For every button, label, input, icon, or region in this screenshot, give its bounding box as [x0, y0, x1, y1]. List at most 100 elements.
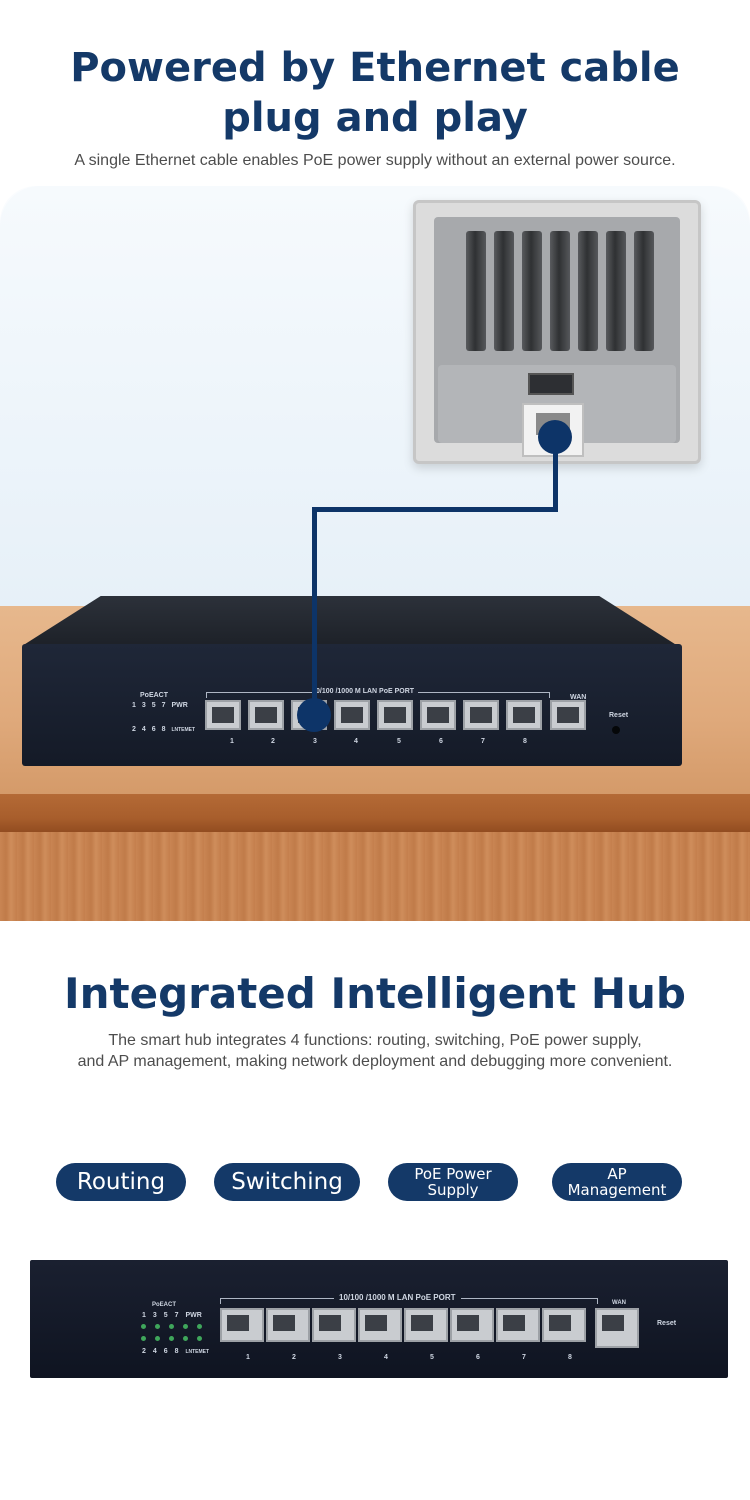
lan-port-8: [506, 700, 542, 730]
heatsink-fin: [466, 231, 486, 351]
lan-header-label: 0/100 /1000 M LAN PoE PORT: [312, 688, 419, 695]
port-number: 5: [430, 1354, 434, 1361]
heatsink-fin: [578, 231, 598, 351]
function-pill-poe-power-supply: PoE Power Supply: [388, 1163, 518, 1201]
lan-port-3: [312, 1308, 356, 1342]
port-number: 6: [439, 738, 443, 745]
function-label: Routing: [76, 1169, 166, 1195]
lntemet-label: LNTEMET: [185, 1349, 210, 1355]
lan-port-2: [248, 700, 284, 730]
wan-port: [595, 1308, 639, 1348]
function-pill-ap-management: AP Management: [552, 1163, 682, 1201]
heatsink-fin: [550, 231, 570, 351]
port-number: 7: [481, 738, 485, 745]
cable-plug-switch: [297, 698, 331, 732]
poe-switch-front-view: 10/100 /1000 M LAN PoE PORT WAN Reset Po…: [30, 1260, 728, 1378]
port-number: 3: [313, 738, 317, 745]
table-front: [0, 832, 750, 921]
led-number: 2: [132, 726, 136, 733]
heatsink-fin: [634, 231, 654, 351]
lan-port-4: [358, 1308, 402, 1342]
status-led: [183, 1324, 188, 1329]
led-number: 8: [161, 726, 166, 733]
lan-port-1: [220, 1308, 264, 1342]
led-number: 1: [142, 1312, 146, 1319]
reset-pinhole[interactable]: [612, 726, 620, 734]
port-number: 8: [568, 1354, 572, 1361]
led-number: 8: [174, 1348, 179, 1355]
function-label: Supply: [427, 1181, 479, 1199]
led-number: 6: [151, 726, 156, 733]
heatsink-fin: [606, 231, 626, 351]
switch-top-cover: [22, 596, 678, 646]
led-number: 3: [152, 1312, 157, 1319]
wan-label: WAN: [612, 1300, 626, 1306]
led-number: 5: [151, 702, 156, 709]
lan-header-label: 10/100 /1000 M LAN PoE PORT: [334, 1293, 461, 1302]
table-edge: [0, 794, 750, 834]
led-bottom-numbers: 2 4 6 8 LNTEMET: [132, 726, 195, 733]
lan-port-7: [463, 700, 499, 730]
port-number: 8: [523, 738, 527, 745]
cable-segment: [312, 507, 317, 715]
status-led: [141, 1324, 146, 1329]
cable-segment: [553, 440, 558, 512]
pwr-label: PWR: [185, 1312, 202, 1319]
port-number: 7: [522, 1354, 526, 1361]
reset-label: Reset: [657, 1320, 677, 1327]
port-number: 6: [476, 1354, 480, 1361]
function-label: Switching: [231, 1169, 343, 1195]
lan-port-6: [420, 700, 456, 730]
lan-port-7: [496, 1308, 540, 1342]
lan-port-5: [377, 700, 413, 730]
led-number: 4: [152, 1348, 157, 1355]
panel-port-slot: [528, 373, 574, 395]
cable-segment: [312, 507, 558, 512]
lan-port-4: [334, 700, 370, 730]
port-number: 4: [384, 1354, 388, 1361]
led-number: 3: [141, 702, 146, 709]
lan-port-8: [542, 1308, 586, 1342]
led-number: 6: [163, 1348, 168, 1355]
led-number: 7: [161, 702, 166, 709]
port-number: 1: [246, 1354, 250, 1361]
port-number: 2: [271, 738, 275, 745]
function-label: PoE Power: [414, 1165, 492, 1183]
cable-plug-ap: [538, 420, 572, 454]
lntemet-label: LNTEMET: [171, 727, 196, 733]
port-number: 4: [354, 738, 358, 745]
function-label: Management: [567, 1181, 667, 1199]
function-pill-switching: Switching: [214, 1163, 360, 1201]
section1-title-line2: plug and play: [222, 95, 528, 141]
function-label: AP: [607, 1165, 627, 1183]
port-number: 5: [397, 738, 401, 745]
function-pill-routing: Routing: [56, 1163, 186, 1201]
heatsink-fin: [522, 231, 542, 351]
led-top-numbers: 1 3 5 7 PWR: [142, 1312, 202, 1319]
section1-title-line1: Powered by Ethernet cable: [70, 45, 680, 91]
wall-ap-panel: [413, 200, 701, 464]
led-number: 7: [174, 1312, 179, 1319]
section2-subtitle-line2: and AP management, making network deploy…: [77, 1053, 673, 1070]
panel-heatsink-area: [434, 217, 680, 457]
poeact-label: PoEACT: [140, 692, 168, 699]
section1-subtitle: A single Ethernet cable enables PoE powe…: [74, 152, 676, 169]
status-led: [183, 1336, 188, 1341]
status-led: [141, 1336, 146, 1341]
lan-port-1: [205, 700, 241, 730]
led-top-numbers: 1 3 5 7 PWR: [132, 702, 188, 709]
status-led: [155, 1336, 160, 1341]
section2-title: Integrated Intelligent Hub: [63, 969, 686, 1018]
port-number: 1: [230, 738, 234, 745]
status-led: [169, 1336, 174, 1341]
poe-switch-front: 0/100 /1000 M LAN PoE PORT WAN Reset PoE…: [22, 644, 682, 766]
led-bottom-numbers: 2 4 6 8 LNTEMET: [142, 1348, 209, 1355]
section2-subtitle-line1: The smart hub integrates 4 functions: ro…: [108, 1032, 642, 1049]
heatsink-fin: [494, 231, 514, 351]
led-number: 5: [163, 1312, 168, 1319]
pwr-label: PWR: [171, 702, 188, 709]
port-number: 3: [338, 1354, 342, 1361]
status-led: [155, 1324, 160, 1329]
lan-port-6: [450, 1308, 494, 1342]
status-led: [197, 1336, 202, 1341]
